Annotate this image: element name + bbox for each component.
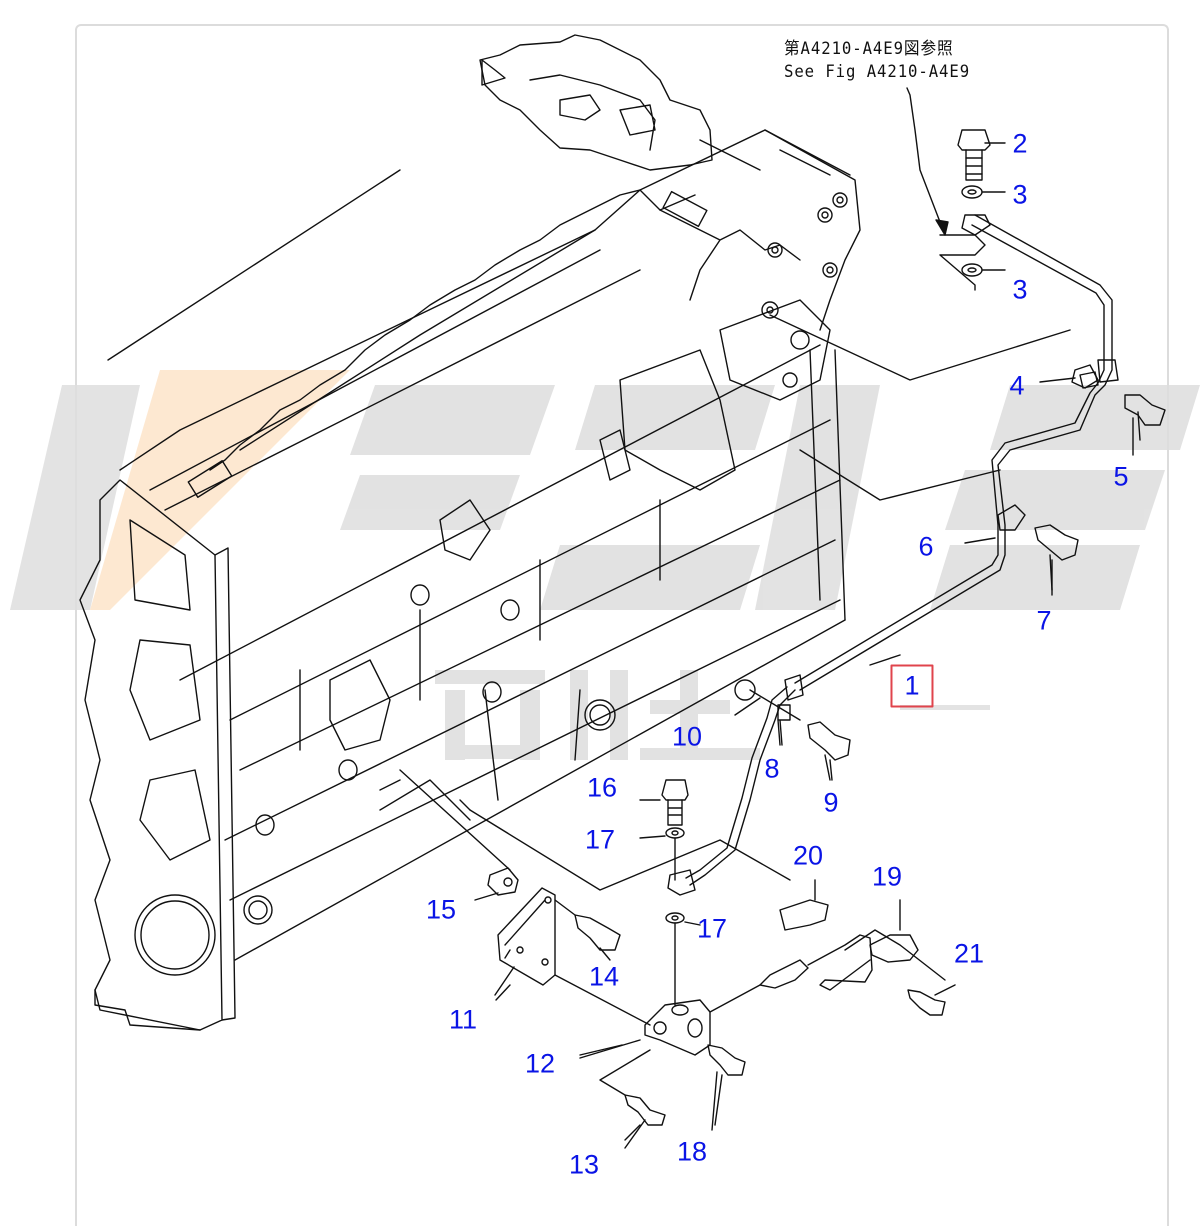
gear-housing-detail [529, 74, 656, 151]
exploded-parts-diagram [79, 34, 1166, 1149]
block-front-face [79, 479, 223, 1031]
bolt-9 [807, 721, 851, 781]
washer-3-bottom [961, 263, 983, 277]
clip-bracket-20 [779, 899, 829, 931]
callout-12[interactable]: 12 [524, 1048, 556, 1079]
reference-note-jp: 第A4210-A4E9図参照 [784, 39, 954, 59]
callout-21[interactable]: 21 [953, 938, 985, 969]
callout-1-selected[interactable]: 1 [890, 664, 934, 708]
watermark-e2-bot [930, 545, 1140, 610]
watermark-e1-mid [340, 475, 520, 530]
watermark-k-accent [90, 370, 350, 610]
diagram-card [75, 24, 1169, 1226]
callout-13[interactable]: 13 [568, 1149, 600, 1180]
reference-arrow-line [906, 87, 946, 236]
watermark-e1-top [350, 385, 555, 455]
callout-6[interactable]: 6 [918, 531, 934, 562]
callout-18[interactable]: 18 [676, 1136, 708, 1167]
oil-pipe-1 [685, 214, 1113, 886]
bolt-21 [907, 989, 946, 1016]
spacer-15 [487, 867, 519, 896]
callout-11[interactable]: 11 [448, 1004, 478, 1035]
callout-9[interactable]: 9 [823, 787, 839, 818]
reference-note: 第A4210-A4E9図参照 See Fig A4210-A4E9 [784, 38, 970, 84]
watermark-k-stem [10, 385, 140, 610]
cylinder-head-edge [119, 189, 696, 511]
callout-10[interactable]: 10 [671, 721, 703, 752]
bolt-14 [574, 914, 621, 951]
callout-19[interactable]: 19 [871, 861, 903, 892]
bolt-5 [1124, 394, 1166, 441]
callout-3[interactable]: 3 [1012, 179, 1028, 210]
connector-19 [869, 934, 919, 963]
callout-17[interactable]: 17 [584, 824, 616, 855]
bolt-18 [707, 1044, 746, 1076]
callout-17[interactable]: 17 [696, 913, 728, 944]
bolt-16 [661, 779, 689, 826]
callout-8[interactable]: 8 [764, 753, 780, 784]
watermark-chinese-text [435, 670, 990, 760]
reference-note-en: See Fig A4210-A4E9 [784, 62, 971, 82]
block-rail-upper [179, 344, 846, 961]
watermark-z-top [575, 385, 775, 450]
callout-2[interactable]: 2 [1012, 128, 1028, 159]
callout-20[interactable]: 20 [792, 840, 824, 871]
bolt-2 [957, 129, 991, 181]
callout-15[interactable]: 15 [425, 894, 457, 925]
leader-line-head [769, 314, 1071, 381]
washer-17-bottom [665, 912, 685, 924]
callout-7[interactable]: 7 [1036, 605, 1052, 636]
bolt-7 [1034, 524, 1079, 591]
bolt-13 [624, 1094, 666, 1126]
watermark-z-bottom [540, 545, 760, 610]
gear-housing [479, 34, 713, 171]
sensor-adapter-12 [644, 999, 711, 1056]
watermark-e-left [755, 385, 880, 610]
washer-3-top [961, 185, 983, 199]
washer-17-top [665, 827, 685, 839]
callout-3[interactable]: 3 [1012, 274, 1028, 305]
callout-4[interactable]: 4 [1009, 370, 1025, 401]
callout-14[interactable]: 14 [588, 961, 620, 992]
cylinder-head-top [107, 169, 641, 471]
oil-pressure-sensor [759, 959, 809, 989]
callout-16[interactable]: 16 [586, 772, 618, 803]
callout-5[interactable]: 5 [1113, 461, 1129, 492]
